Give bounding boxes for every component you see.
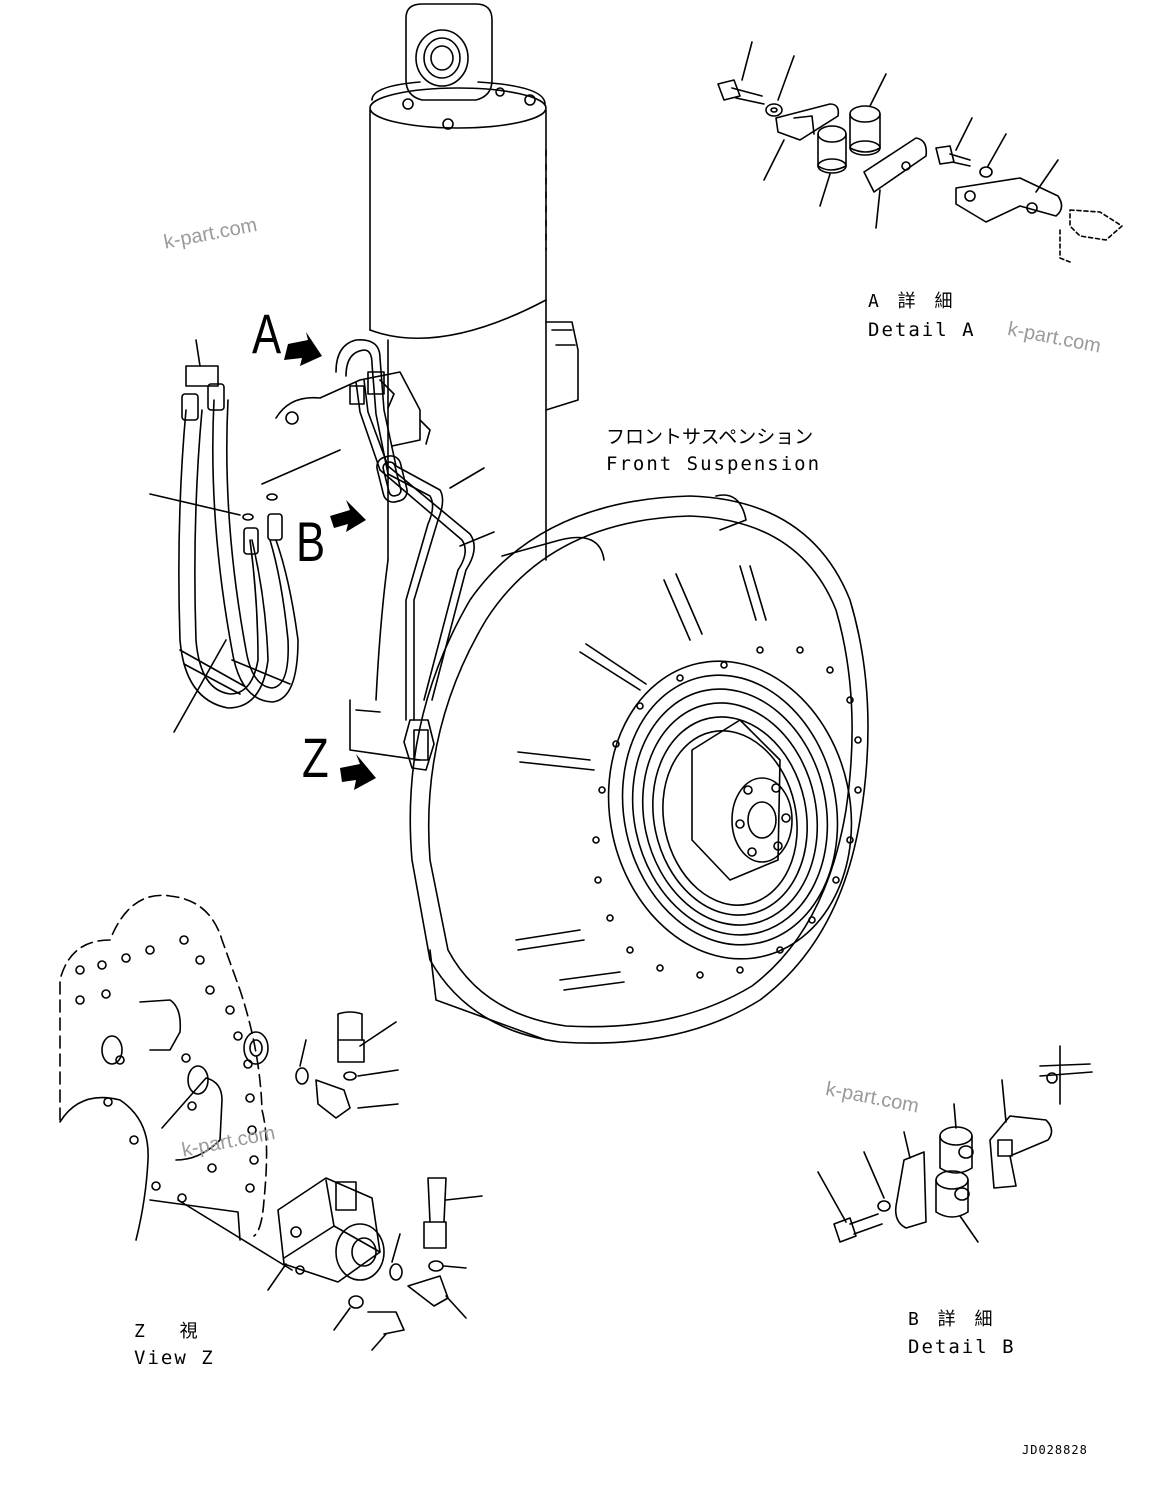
view-z-drawing <box>59 894 483 1351</box>
drawing-code: JD028828 <box>1022 1443 1088 1457</box>
suspension-cylinder <box>275 3 579 761</box>
detail-b-drawing <box>817 1045 1093 1243</box>
callout-arrows <box>284 332 376 790</box>
front-suspension-label-en: Front Suspension <box>606 453 822 475</box>
callout-a: A <box>252 302 282 365</box>
view-z-label-jp: Z 視 <box>134 1321 210 1342</box>
front-suspension-label-jp: フロントサスペンション <box>606 426 814 448</box>
detail-a-drawing <box>717 41 1123 263</box>
view-z-label-en: View Z <box>134 1347 215 1369</box>
callout-z: Z <box>302 726 329 789</box>
detail-a-label-en: Detail A <box>868 319 976 341</box>
wheel-hub <box>409 494 869 1044</box>
detail-b-label-en: Detail B <box>908 1336 1016 1358</box>
hydraulic-lines <box>149 339 495 771</box>
callout-b: B <box>296 510 326 573</box>
detail-a-label-jp: A 詳 細 <box>868 291 957 312</box>
detail-b-label-jp: B 詳 細 <box>908 1309 997 1330</box>
